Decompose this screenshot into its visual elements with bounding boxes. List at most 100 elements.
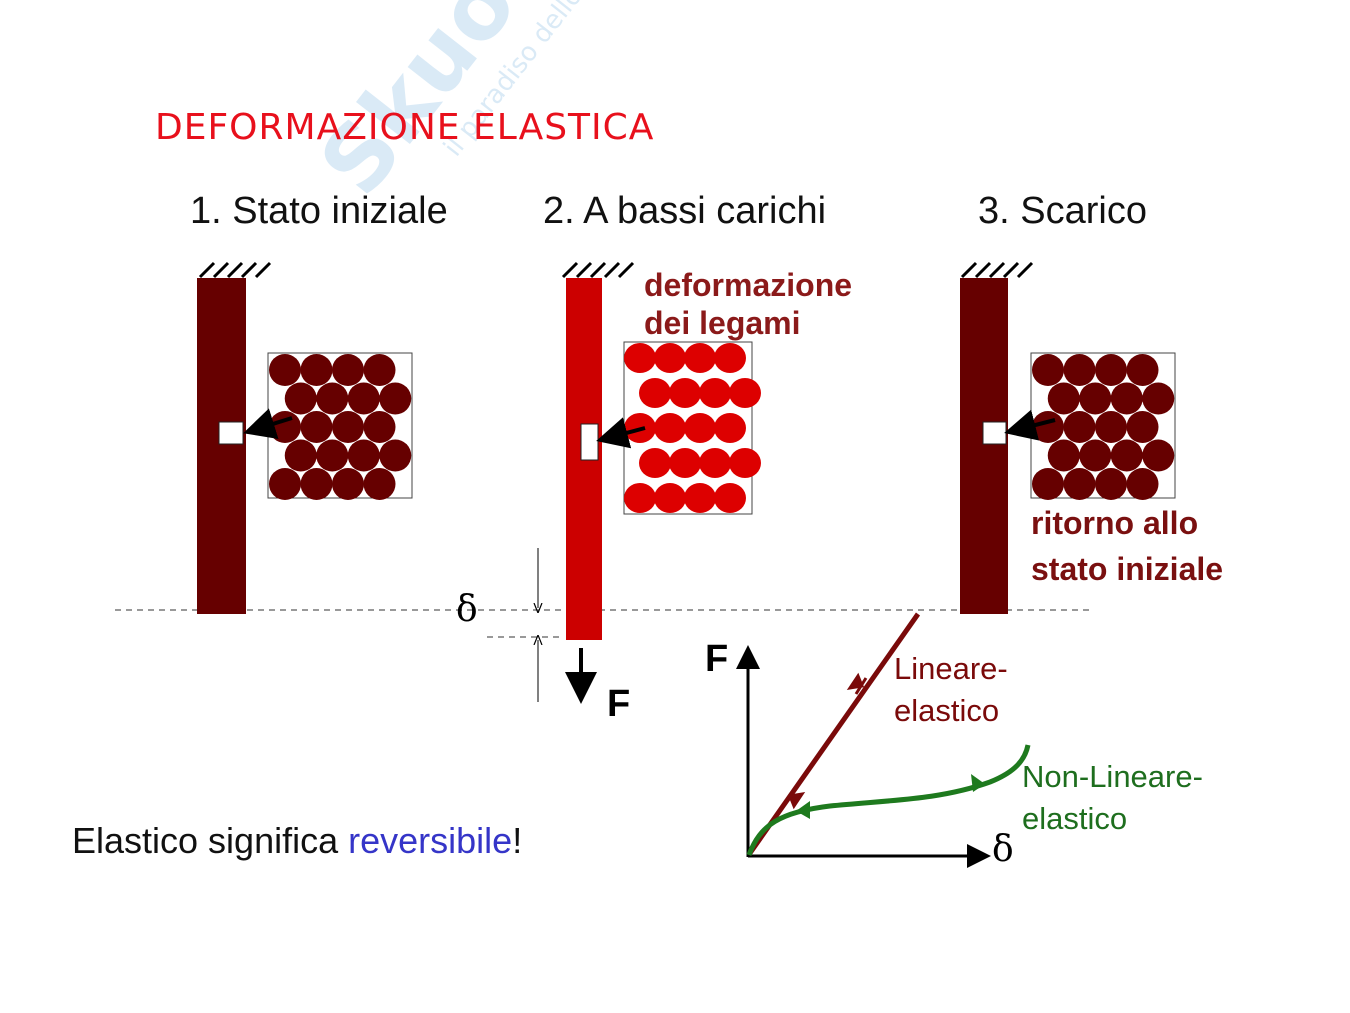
graph-x-label: δ: [992, 829, 1014, 870]
atom: [1032, 411, 1064, 443]
atom: [699, 448, 731, 478]
slide-title: DEFORMAZIONE ELASTICA: [155, 107, 655, 148]
atom: [624, 483, 656, 513]
atom: [269, 468, 301, 500]
note-line: stato iniziale: [1031, 551, 1224, 587]
wall-hatch-2: [561, 261, 635, 279]
atom: [1095, 411, 1127, 443]
footer-statement: Elastico significa reversibile!: [72, 823, 522, 859]
label-line: elastico: [894, 693, 1000, 728]
atom: [624, 343, 656, 373]
nonlinear-loading-arrowhead: [971, 774, 985, 792]
atom: [1032, 468, 1064, 500]
atom: [1126, 468, 1159, 500]
zoom-arrow-2: [596, 417, 646, 449]
atom: [1047, 439, 1080, 472]
bar-unloaded: [960, 278, 1008, 614]
atom: [363, 468, 396, 500]
atom: [316, 439, 349, 472]
heading-initial-state: 1. Stato iniziale: [190, 190, 448, 232]
atom: [1032, 354, 1064, 386]
atom: [684, 343, 716, 373]
heading-low-loads: 2. A bassi carichi: [543, 190, 827, 232]
atom: [1095, 354, 1127, 386]
atom: [684, 413, 716, 443]
atom: [1142, 382, 1175, 415]
atom: [363, 411, 396, 443]
linear-elastic-label: Lineare- elastico: [894, 648, 1008, 732]
atom: [363, 354, 396, 386]
atom: [714, 413, 746, 443]
atom: [316, 382, 349, 415]
atom: [1126, 354, 1159, 386]
note-line: deformazione: [644, 267, 853, 303]
atom-lattice-loaded: [623, 341, 761, 515]
atom: [284, 382, 317, 415]
delta-symbol: δ: [456, 589, 478, 630]
atom: [714, 483, 746, 513]
atom: [699, 378, 731, 408]
force-label: F: [607, 683, 631, 725]
atom: [684, 483, 716, 513]
atom: [1095, 468, 1127, 500]
atom: [654, 343, 686, 373]
atom: [1079, 382, 1112, 415]
atom-lattice-unloaded: [1030, 352, 1176, 500]
atom: [669, 448, 701, 478]
atom: [284, 439, 317, 472]
return-initial-note: ritorno allo stato iniziale: [1031, 500, 1223, 592]
atom: [347, 382, 380, 415]
atom: [269, 411, 301, 443]
zoom-arrow-3: [1004, 409, 1056, 441]
atom: [714, 343, 746, 373]
atom: [1079, 439, 1112, 472]
zoom-arrow-1: [243, 408, 293, 439]
wall-hatch-1: [198, 261, 272, 279]
atom: [639, 378, 671, 408]
footer-end: !: [512, 820, 523, 861]
atom: [332, 354, 364, 386]
bar-initial: [197, 278, 246, 614]
atom: [1047, 382, 1080, 415]
footer-highlight: reversibile: [348, 820, 513, 861]
bond-deformation-note: deformazione dei legami: [644, 266, 852, 342]
linear-loading-arrowhead: [846, 672, 868, 695]
atom: [654, 413, 686, 443]
atom: [1110, 439, 1143, 472]
atom: [269, 354, 301, 386]
atom: [1063, 468, 1096, 500]
footer-text: Elastico significa: [72, 820, 349, 861]
linear-elastic-curve: [747, 612, 921, 855]
atom: [300, 354, 333, 386]
element-square-2: [580, 423, 599, 461]
atom: [300, 468, 333, 500]
label-line: elastico: [1022, 801, 1128, 836]
wall-hatch-3: [960, 261, 1034, 279]
atom: [654, 483, 686, 513]
note-line: dei legami: [644, 305, 801, 341]
atom: [379, 382, 412, 415]
linear-unloading-arrowhead: [787, 791, 806, 810]
atom: [332, 468, 364, 500]
atom: [300, 411, 333, 443]
nonlinear-unloading-arrowhead: [796, 801, 810, 819]
atom: [729, 378, 761, 408]
atom: [332, 411, 364, 443]
atom: [1142, 439, 1175, 472]
element-square-3: [982, 421, 1007, 445]
atom: [1063, 354, 1096, 386]
atom: [1126, 411, 1159, 443]
nonlinear-elastic-curve: [746, 744, 1031, 856]
nonlinear-elastic-label: Non-Lineare- elastico: [1022, 756, 1203, 840]
atom: [729, 448, 761, 478]
graph-y-label: F: [705, 638, 729, 680]
atom: [1110, 382, 1143, 415]
heading-unloading: 3. Scarico: [978, 190, 1147, 232]
label-line: Non-Lineare-: [1022, 759, 1203, 794]
label-line: Lineare-: [894, 651, 1008, 686]
note-line: ritorno allo: [1031, 505, 1199, 541]
atom: [347, 439, 380, 472]
atom: [669, 378, 701, 408]
